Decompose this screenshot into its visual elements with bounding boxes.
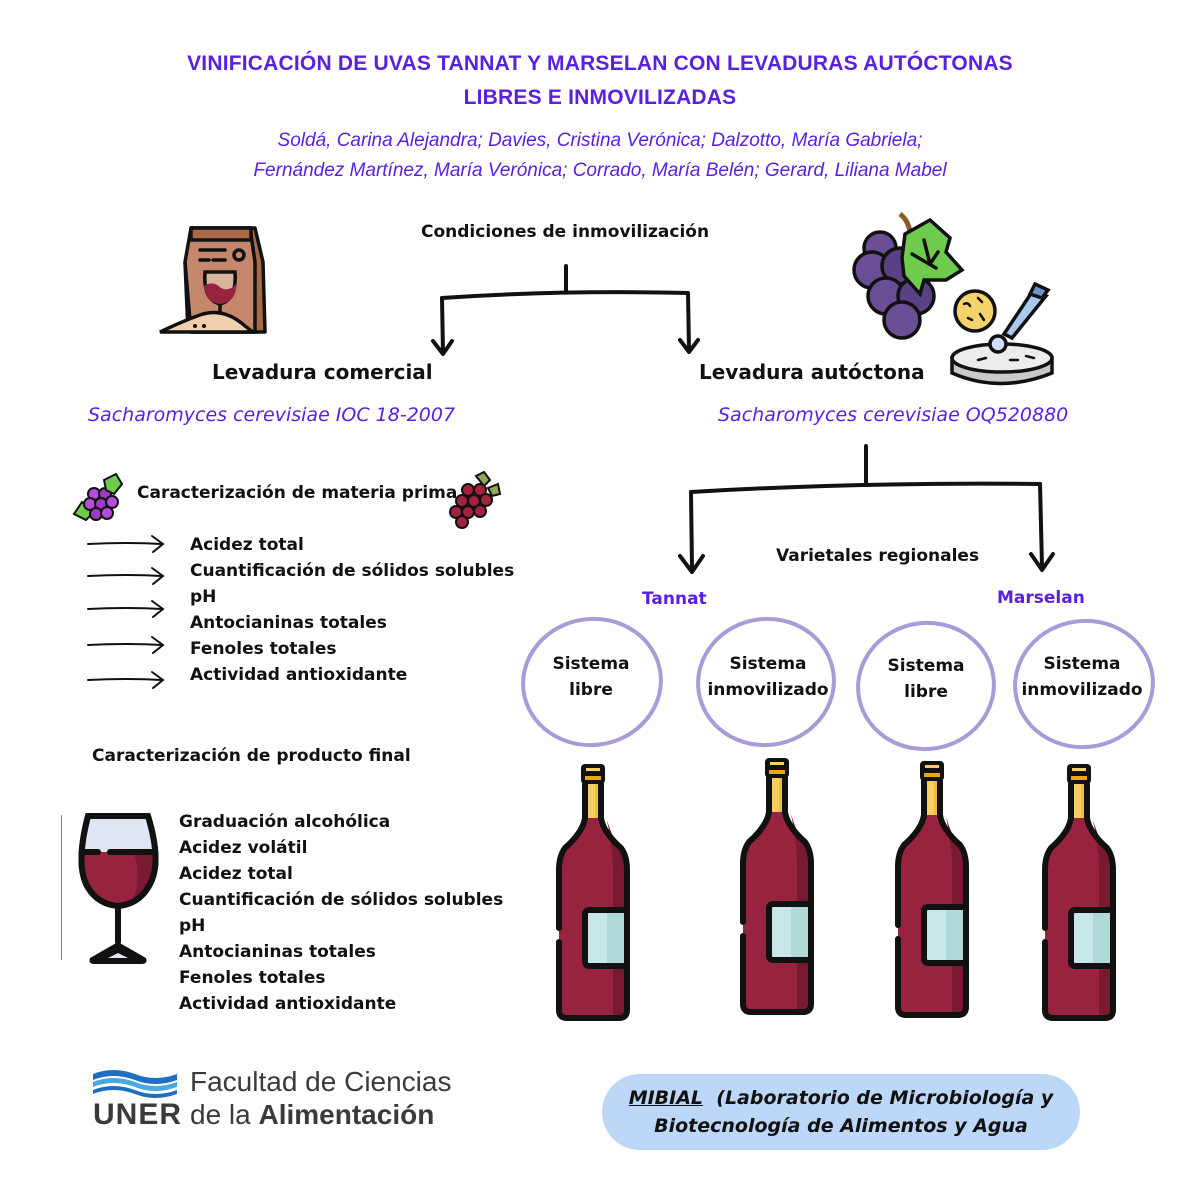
- system-circle: [1013, 618, 1155, 750]
- faculty-name-line2-prefix: de la: [190, 1099, 251, 1130]
- system-label-line: Sistema: [552, 654, 630, 674]
- final-product-item: Graduación alcohólica: [179, 812, 391, 832]
- arrow-icon: [87, 567, 165, 585]
- poster-title-line2: LIBRES E INMOVILIZADAS: [463, 86, 737, 109]
- fork-arrow-varietals: [678, 444, 1055, 574]
- poster-title-line1: VINIFICACIÓN DE UVAS TANNAT Y MARSELAN C…: [187, 52, 1013, 75]
- system-label-marselan-free: Sistema libre: [856, 653, 996, 705]
- raw-material-item: Cuantificación de sólidos solubles: [190, 561, 515, 581]
- arrow-icon: [87, 600, 165, 618]
- final-product-item: pH: [179, 916, 206, 936]
- autochthonous-yeast-label: Levadura autóctona: [699, 360, 925, 384]
- final-product-item: Acidez total: [179, 864, 293, 884]
- grapes-red-icon: [449, 470, 502, 529]
- system-label-line: libre: [904, 682, 948, 702]
- authors-line1: Soldá, Carina Alejandra; Davies, Cristin…: [277, 130, 923, 151]
- arrow-icon: [87, 535, 165, 553]
- arrow-icon: [87, 636, 165, 654]
- system-label-tannat-free: Sistema libre: [521, 651, 661, 703]
- varietals-label: Varietales regionales: [776, 546, 980, 566]
- system-label-tannat-immobilized: Sistema inmovilizado: [698, 651, 838, 703]
- final-product-item: Cuantificación de sólidos solubles: [179, 890, 504, 910]
- faculty-name-line2-bold: Alimentación: [258, 1099, 435, 1130]
- uner-wordmark: UNER: [93, 1098, 183, 1131]
- lab-name-line1: (Laboratorio de Microbiología y: [716, 1087, 1054, 1109]
- wine-bottle-icon: [555, 760, 635, 1026]
- final-product-item: Fenoles totales: [179, 968, 326, 988]
- wine-bottle-icon: [1041, 760, 1121, 1026]
- lab-badge: MIBIAL (Laboratorio de Microbiología y B…: [602, 1074, 1080, 1150]
- final-product-item: Actividad antioxidante: [179, 994, 397, 1014]
- lab-badge-line1: MIBIAL (Laboratorio de Microbiología y: [602, 1084, 1080, 1112]
- system-circle: [696, 616, 836, 748]
- system-circle: [856, 620, 996, 752]
- divider-line: [61, 815, 62, 960]
- autochthonous-yeast-species: Sacharomyces cerevisiae OQ520880: [718, 404, 1069, 426]
- grapes-petri-dish-icon: [852, 212, 1054, 386]
- system-label-line: Sistema: [887, 656, 965, 676]
- raw-material-heading: Caracterización de materia prima: [137, 483, 458, 503]
- system-label-line: libre: [569, 680, 613, 700]
- faculty-name-line1: Facultad de Ciencias: [190, 1066, 452, 1097]
- system-circle: [521, 616, 663, 748]
- system-label-line: Sistema: [1043, 654, 1121, 674]
- raw-material-list: Acidez total Cuantificación de sólidos s…: [190, 532, 514, 688]
- raw-material-item: Actividad antioxidante: [190, 665, 408, 685]
- immobilization-label: Condiciones de inmovilización: [421, 222, 710, 242]
- faculty-name-line2: de la Alimentación: [190, 1099, 434, 1131]
- raw-material-arrows: [87, 535, 165, 689]
- system-label-line: inmovilizado: [1021, 680, 1143, 700]
- yeast-bag-icon: [159, 226, 267, 334]
- raw-material-item: Acidez total: [190, 535, 304, 555]
- system-label-line: inmovilizado: [707, 680, 829, 700]
- commercial-yeast-label: Levadura comercial: [212, 360, 433, 384]
- grapes-purple-icon: [72, 472, 124, 522]
- raw-material-item: pH: [190, 587, 217, 607]
- final-product-heading: Caracterización de producto final: [92, 746, 411, 766]
- arrow-icon: [87, 671, 165, 689]
- wine-bottle-icon: [894, 757, 974, 1023]
- final-product-list: Graduación alcohólica Acidez volátil Aci…: [179, 809, 503, 1017]
- commercial-yeast-species: Sacharomyces cerevisiae IOC 18-2007: [88, 404, 456, 426]
- authors-line2: Fernández Martínez, María Verónica; Corr…: [253, 160, 947, 181]
- final-product-item: Antocianinas totales: [179, 942, 376, 962]
- lab-name-line2: Biotecnología de Alimentos y Agua: [654, 1115, 1028, 1137]
- variety-tannat: Tannat: [642, 589, 707, 609]
- lab-acronym: MIBIAL: [628, 1087, 704, 1109]
- raw-material-item: Fenoles totales: [190, 639, 337, 659]
- system-label-marselan-immobilized: Sistema inmovilizado: [1012, 651, 1152, 703]
- uner-waves-logo-icon: [93, 1070, 177, 1098]
- final-product-item: Acidez volátil: [179, 838, 308, 858]
- wine-glass-icon: [78, 813, 159, 964]
- wine-bottle-icon: [739, 754, 819, 1020]
- system-label-line: Sistema: [729, 654, 807, 674]
- variety-marselan: Marselan: [997, 588, 1085, 608]
- raw-material-item: Antocianinas totales: [190, 613, 387, 633]
